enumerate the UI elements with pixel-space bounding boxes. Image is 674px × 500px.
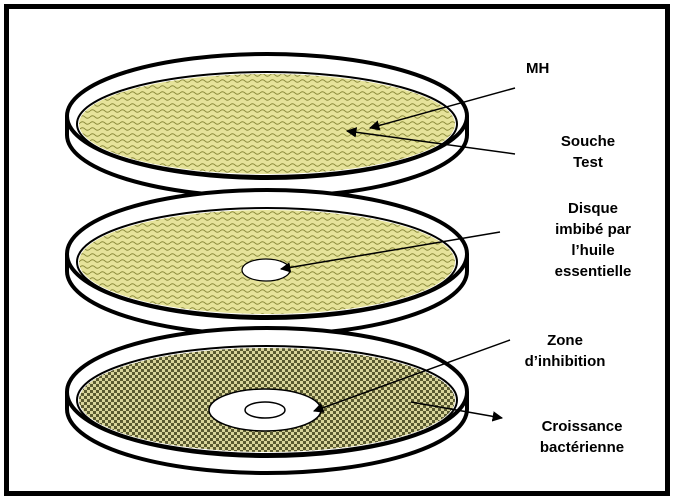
label-disque-line2: imbibé par [533,219,653,240]
label-croissance: Croissance bactérienne [522,416,642,458]
petri-dish-top [67,54,467,197]
label-souche-test: Souche Test [548,131,628,173]
label-disque-line1: Disque [533,198,653,219]
petri-dish-middle [67,190,467,335]
paper-disc-icon [242,259,290,281]
label-disque-line3: l’huile [533,240,653,261]
label-souche-line2: Test [548,152,628,173]
label-disque-line4: essentielle [533,261,653,282]
label-mh-text: MH [526,58,549,79]
mh-medium [79,74,455,174]
petri-dish-bottom [67,328,467,473]
label-zone-inhibition: Zone d’inhibition [510,330,620,372]
label-croissance-line1: Croissance [522,416,642,437]
label-disque: Disque imbibé par l’huile essentielle [533,198,653,282]
label-croissance-line2: bactérienne [522,437,642,458]
paper-disc-icon [245,402,285,418]
label-souche-line1: Souche [548,131,628,152]
label-zone-line1: Zone [510,330,620,351]
label-mh: MH [526,58,549,79]
label-zone-line2: d’inhibition [510,351,620,372]
